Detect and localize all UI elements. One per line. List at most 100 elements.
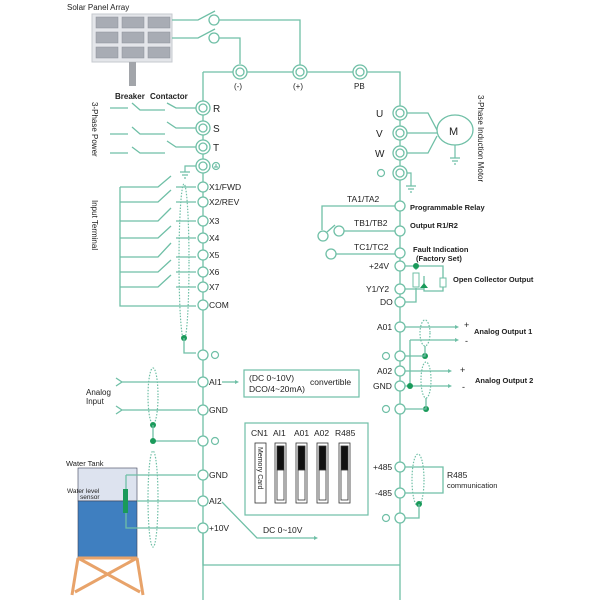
terminal-pb: PB: [354, 82, 365, 91]
terminal-plus-24v: +24V: [369, 261, 389, 271]
motor-section: M 3-Phase Induction Motor U V W: [375, 95, 485, 193]
terminal-do: DO: [380, 297, 393, 307]
ai1-mode-line2: DCO/4~20mA): [249, 384, 305, 394]
terminal-ai1: AI1: [209, 377, 222, 387]
dip-header-r485: R485: [335, 428, 356, 438]
output-r1r2-label: Output R1/R2: [410, 221, 458, 230]
terminal-x2-rev: X2/REV: [209, 197, 240, 207]
ground-icon: [210, 436, 220, 446]
three-phase-power: Breaker Contactor 3-Phase Power: [90, 92, 196, 157]
water-tank: Water Tank Water level sensor: [66, 459, 145, 596]
input-terminal-section: Input Terminal: [90, 175, 196, 354]
ai1-mode-line1: (DC 0~10V): [249, 373, 294, 383]
analog-output-2-label: Analog Output 2: [475, 376, 533, 385]
sensor-label-2: sensor: [80, 494, 100, 501]
shield-input: [178, 183, 190, 341]
terminal-s: S: [213, 124, 220, 135]
terminal-gnd-2: GND: [209, 470, 228, 480]
analog-output-1-label: Analog Output 1: [474, 327, 532, 336]
water-tank-label: Water Tank: [66, 459, 104, 468]
terminal-x5: X5: [209, 250, 220, 260]
terminal-plus-485: +485: [373, 462, 392, 472]
ground-icon: [381, 404, 391, 414]
analog-input-label-1: Analog: [86, 388, 111, 397]
sensor-label-1: Water level: [67, 488, 100, 495]
terminal-com: COM: [209, 300, 229, 310]
ao2-minus: -: [462, 382, 465, 392]
terminal-plus-10v: +10V: [209, 523, 229, 533]
relay-section: TA1/TA2 TB1/TB2 TC1/TC2 Programmable Rel…: [317, 194, 485, 260]
terminal-v: V: [376, 129, 383, 140]
solar-panel-post: [129, 62, 136, 86]
terminal-gnd-3: GND: [373, 381, 392, 391]
ground-icon: [211, 161, 221, 171]
terminal-u: U: [376, 109, 383, 120]
dip-header-a02: A02: [314, 428, 329, 438]
memory-card-label: Memory Card: [256, 447, 263, 490]
tank-stand: [70, 556, 145, 596]
r485-section: +485 -485 R485 communication: [373, 453, 497, 524]
output-section: Fault Indication (Factory Set) +24V Y1/Y…: [366, 245, 534, 308]
terminal-t: T: [213, 143, 219, 154]
ground-symbol: [180, 165, 196, 179]
terminal-tc1-tc2: TC1/TC2: [354, 242, 389, 252]
breaker-label: Breaker: [115, 92, 145, 101]
contactor-label: Contactor: [150, 92, 188, 101]
terminal-x4: X4: [209, 233, 220, 243]
solar-panel-array: Solar Panel Array: [67, 3, 173, 86]
convertible-label: convertible: [310, 377, 351, 387]
ao1-minus: -: [465, 336, 468, 346]
three-phase-power-label: 3-Phase Power: [90, 102, 99, 157]
power-terminals: R S T: [180, 100, 221, 179]
dip-header-ai1: AI1: [273, 428, 286, 438]
ao2-plus: +: [460, 365, 465, 375]
analog-output-section: A01 A02 GND + - Analog Output 1 + - Anal…: [373, 319, 533, 415]
terminal-a02: A02: [377, 366, 392, 376]
shield-analog-input: [147, 367, 159, 425]
memory-card-slot: [254, 442, 267, 504]
terminal-ai2: AI2: [209, 496, 222, 506]
motor-label: 3-Phase Induction Motor: [476, 95, 485, 182]
ground-icon: [381, 513, 391, 523]
motor-m-label: M: [449, 126, 458, 138]
ground-icon: [381, 351, 391, 361]
ground-icon: [210, 350, 220, 360]
solar-panel-label: Solar Panel Array: [67, 3, 129, 12]
factory-set-label: (Factory Set): [416, 254, 462, 263]
water-level-sensor: [123, 489, 128, 513]
terminal-dc-plus: (+): [293, 82, 303, 91]
sensor-wiring: GND AI2 +10V DC 0~10V: [125, 450, 400, 566]
terminal-ta1-ta2: TA1/TA2: [347, 194, 380, 204]
input-terminals: X1/FWD X2/REV X3 X4 X5 X6 X7 COM: [197, 181, 241, 361]
terminal-r: R: [213, 104, 220, 115]
input-terminal-label: Input Terminal: [90, 200, 99, 250]
r485-label: R485: [447, 470, 468, 480]
dc-0-10v-label: DC 0~10V: [263, 525, 303, 535]
terminal-tb1-tb2: TB1/TB2: [354, 218, 388, 228]
water: [77, 500, 138, 559]
ao1-plus: +: [464, 320, 469, 330]
dip-header-a01: A01: [294, 428, 309, 438]
terminal-x6: X6: [209, 267, 220, 277]
dc-terminals: (-) (+) PB: [232, 64, 368, 91]
dip-header-cn1: CN1: [251, 428, 268, 438]
communication-label: communication: [447, 481, 497, 490]
dip-switch-panel: CN1 AI1 A01 A02 R485 Memory Card: [244, 422, 369, 516]
terminal-x7: X7: [209, 282, 220, 292]
analog-input-section: Analog Input AI1 GND (DC 0~10V) DCO/4~20…: [86, 367, 360, 447]
terminal-a01: A01: [377, 322, 392, 332]
terminal-w: W: [375, 149, 385, 160]
terminal-dc-minus: (-): [234, 82, 242, 91]
terminal-y1-y2: Y1/Y2: [366, 284, 389, 294]
ai1-mode-box: [243, 369, 360, 398]
terminal-minus-485: -485: [375, 488, 392, 498]
ground-icon: [376, 168, 386, 178]
programmable-relay-label: Programmable Relay: [410, 203, 485, 212]
terminal-x1-fwd: X1/FWD: [209, 182, 241, 192]
dc-bus-wire: [203, 71, 401, 600]
terminal-x3: X3: [209, 216, 220, 226]
terminal-gnd-1: GND: [209, 405, 228, 415]
solar-switches: [172, 10, 301, 72]
fault-indication-label: Fault Indication: [413, 245, 469, 254]
